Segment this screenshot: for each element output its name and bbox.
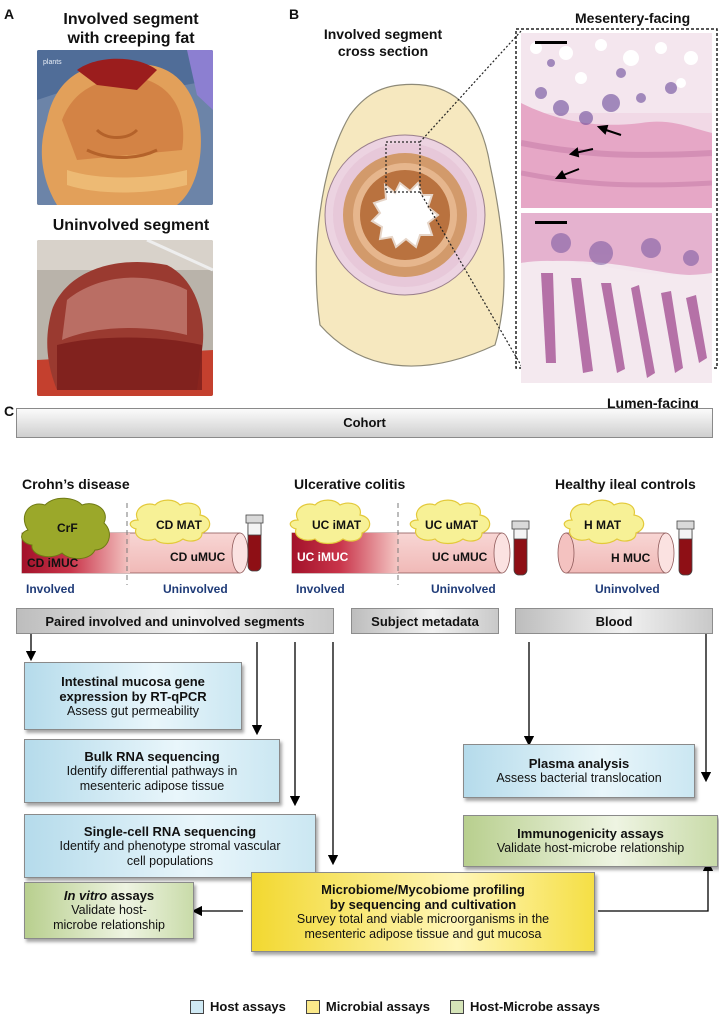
h-mat-label: H MAT	[584, 518, 622, 532]
histology-mesentery-image	[521, 33, 712, 208]
immunogenicity-desc: Validate host-microbe relationship	[496, 841, 685, 855]
bulk-rna-title: Bulk RNA sequencing	[84, 748, 220, 764]
cohort-illustration	[21, 497, 695, 585]
legend-hostmicrobe-label: Host-Microbe assays	[469, 999, 601, 1014]
rtqpcr-box: Intestinal mucosa gene expression by RT-…	[24, 662, 242, 730]
cd-uninvolved-label: Uninvolved	[163, 582, 228, 596]
panel-letter-c: C	[4, 403, 15, 419]
uc-uninvolved-label: Uninvolved	[431, 582, 496, 596]
cohort-bar: Cohort	[16, 408, 713, 438]
panel-letter-a: A	[4, 6, 15, 22]
legend-microbial: Microbial assays	[305, 999, 430, 1014]
cd-mat-label: CD MAT	[156, 518, 202, 532]
cross-section-diagram	[315, 28, 718, 369]
uc-imuc-label: UC iMUC	[297, 550, 349, 564]
single-cell-box: Single-cell RNA sequencing Identify and …	[24, 814, 316, 878]
flow-arrows	[25, 634, 714, 917]
uc-title: Ulcerative colitis	[294, 476, 406, 492]
lumen-facing-label: Lumen-facing	[607, 395, 699, 411]
involved-segment-photo: plants	[37, 50, 213, 205]
bulk-rna-box: Bulk RNA sequencing Identify differentia…	[24, 739, 280, 803]
in-vitro-title-rest: assays	[107, 888, 155, 903]
microbiome-title: Microbiome/Mycobiome profiling by sequen…	[321, 882, 525, 912]
uninvolved-segment-title: Uninvolved segment	[52, 217, 210, 234]
plasma-desc: Assess bacterial translocation	[496, 771, 662, 785]
cd-involved-label: Involved	[26, 582, 75, 596]
microbiome-box: Microbiome/Mycobiome profiling by sequen…	[251, 872, 595, 952]
involved-segment-title: Involved segment with creeping fat	[63, 11, 199, 47]
paired-segments-bar: Paired involved and uninvolved segments	[16, 608, 334, 634]
uc-involved-label: Involved	[296, 582, 345, 596]
in-vitro-title-italic: In vitro	[63, 888, 108, 903]
uninvolved-segment-photo	[37, 240, 213, 396]
legend-host: Host assays	[190, 999, 286, 1014]
histology-lumen-image	[521, 213, 712, 383]
blood-bar: Blood	[515, 608, 713, 634]
immunogenicity-title: Immunogenicity assays	[517, 826, 664, 841]
cross-section-title: Involved segment cross section	[323, 26, 443, 59]
bulk-rna-desc: Identify differential pathways in mesent…	[66, 763, 238, 793]
legend-host-label: Host assays	[210, 999, 286, 1014]
rtqpcr-desc: Assess gut permeability	[66, 703, 199, 718]
legend-microbial-label: Microbial assays	[325, 999, 430, 1014]
uc-imat-label: UC iMAT	[312, 518, 362, 532]
subject-metadata-bar: Subject metadata	[351, 608, 499, 634]
legend-hostmicrobe: Host-Microbe assays	[449, 999, 601, 1014]
single-cell-desc: Identify and phenotype stromal vascular …	[59, 838, 281, 868]
uc-umat-label: UC uMAT	[425, 518, 479, 532]
crohns-title: Crohn’s disease	[22, 476, 130, 492]
cd-imuc-label: CD iMUC	[27, 556, 79, 570]
h-uninvolved-label: Uninvolved	[595, 582, 660, 596]
legend-microbial-swatch	[305, 999, 320, 1014]
legend: Host assays Microbial assays Host-Microb…	[190, 999, 600, 1014]
photo-label-text: plants	[43, 59, 62, 66]
microbiome-desc: Survey total and viable microorganisms i…	[296, 912, 550, 941]
plasma-title: Plasma analysis	[528, 756, 630, 771]
uc-umuc-label: UC uMUC	[432, 550, 488, 564]
panel-letter-b: B	[289, 6, 300, 22]
legend-hostmicrobe-swatch	[449, 999, 464, 1014]
healthy-title: Healthy ileal controls	[555, 476, 696, 492]
immunogenicity-box: Immunogenicity assays Validate host-micr…	[463, 815, 718, 867]
cd-umuc-label: CD uMUC	[170, 550, 226, 564]
rtqpcr-title: Intestinal mucosa gene expression by RT-…	[59, 673, 207, 704]
single-cell-title: Single-cell RNA sequencing	[83, 823, 257, 839]
plasma-box: Plasma analysis Assess bacterial translo…	[463, 744, 695, 798]
mesentery-facing-label: Mesentery-facing	[575, 10, 691, 26]
h-muc-label: H MUC	[611, 551, 651, 565]
in-vitro-box: In vitro assays Validate host- microbe r…	[24, 882, 194, 939]
legend-host-swatch	[190, 999, 204, 1014]
in-vitro-desc: Validate host- microbe relationship	[53, 903, 165, 932]
crf-label: CrF	[57, 521, 78, 535]
